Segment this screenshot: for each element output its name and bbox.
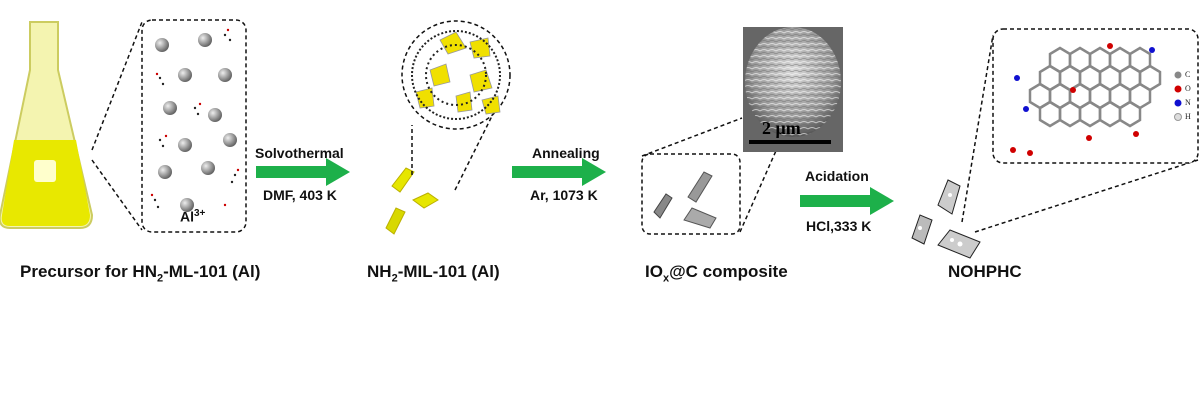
molecule-zoom-box (961, 28, 1199, 233)
sem-image (743, 27, 843, 152)
step-conditions-3: HCl,333 K (806, 218, 872, 234)
legend-hydrogen: H (1185, 112, 1191, 121)
stage-label-precursor: Precursor for HN2-ML-101 (Al) (20, 262, 261, 285)
composite-zoom-box (641, 117, 784, 235)
legend-nitrogen: N (1185, 98, 1191, 107)
flask-icon (0, 21, 94, 229)
arrow-acidation (800, 187, 894, 215)
nohphc-particles (911, 179, 981, 259)
atom-legend (1174, 71, 1182, 121)
stage-label-mof: NH2-MIL-101 (Al) (367, 262, 500, 285)
step-conditions-1: DMF, 403 K (263, 187, 337, 203)
stage-label-composite: IOx@C composite (645, 262, 788, 285)
legend-carbon: C (1185, 70, 1191, 79)
arrow-annealing (512, 158, 606, 186)
step-name-3: Acidation (805, 168, 869, 184)
stage-label-nohphc: NOHPHC (948, 262, 1022, 281)
sem-scale-label: 2 μm (762, 118, 801, 138)
precursor-zoom-box (91, 19, 247, 233)
mof-crystals (385, 167, 439, 235)
arrow-solvothermal (256, 158, 350, 186)
mof-structure-zoom (401, 20, 511, 191)
al-ion-label: Al3+ (180, 208, 206, 225)
step-name-2: Annealing (532, 145, 600, 161)
legend-oxygen: O (1185, 84, 1191, 93)
step-conditions-2: Ar, 1073 K (530, 187, 598, 203)
step-name-1: Solvothermal (255, 145, 344, 161)
